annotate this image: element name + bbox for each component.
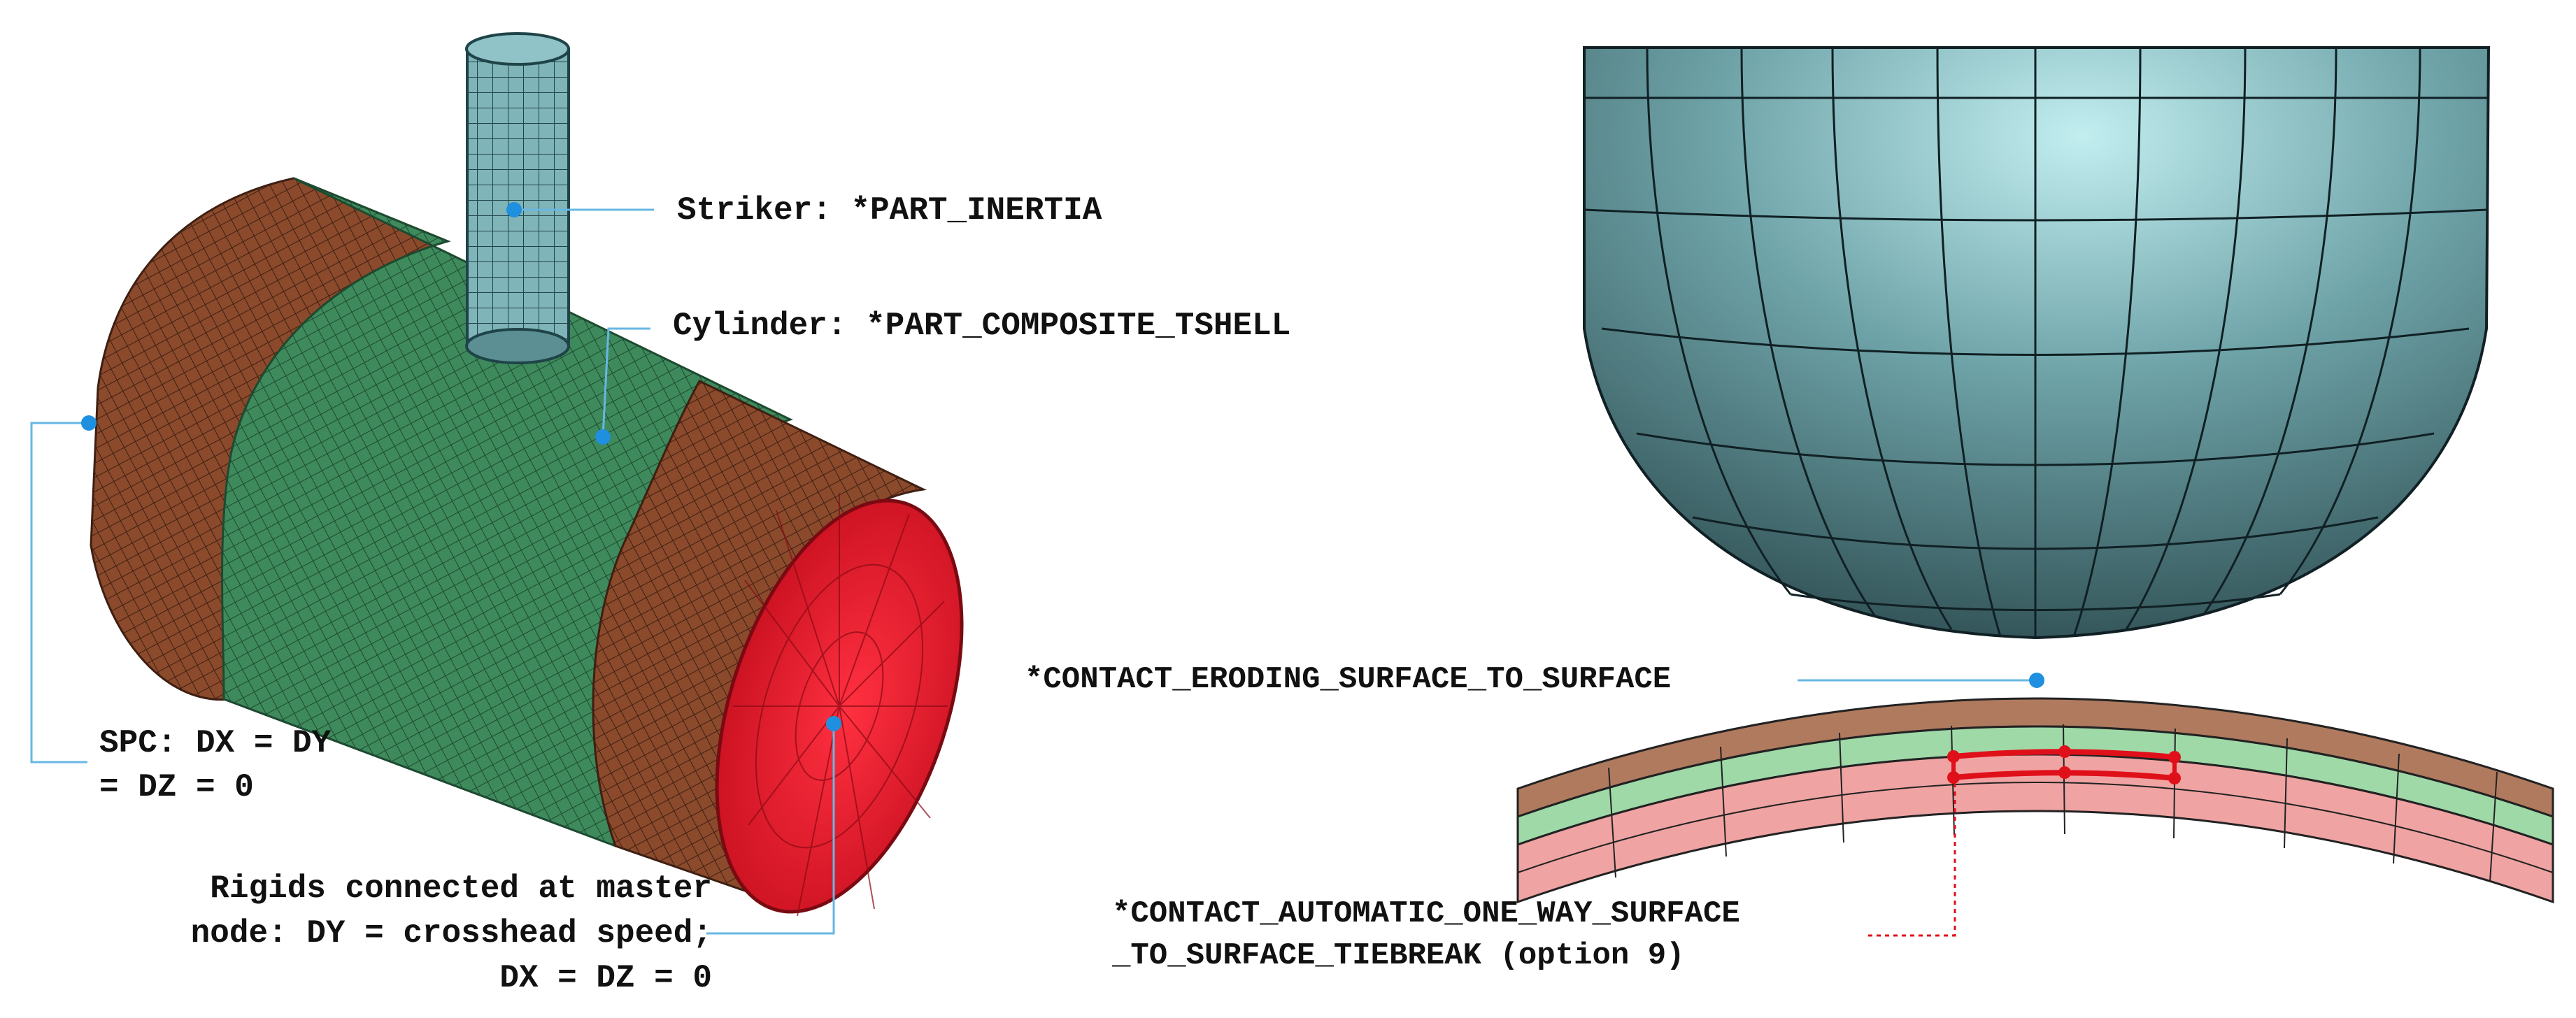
striker-body — [466, 48, 570, 347]
laminate-inner-split — [1517, 782, 2554, 873]
cylinder-label: Cylinder: *PART_COMPOSITE_TSHELL — [673, 308, 1291, 344]
leader-lines-left — [30, 208, 835, 935]
rigids-label-line2: node: DY = crosshead speed; — [190, 915, 712, 952]
cylinder-model — [90, 32, 964, 917]
laminate-inner-ply — [1516, 753, 2554, 904]
cylinder-marker — [595, 429, 611, 445]
marker-dots-left — [81, 202, 841, 731]
striker-top — [465, 32, 570, 66]
rigids-leader — [706, 724, 835, 935]
spc-label-line2: = DZ = 0 — [99, 769, 254, 805]
rigids-label-line1: Rigids connected at master — [210, 870, 712, 907]
cylinder-leader — [602, 327, 650, 438]
spc-label-line1: SPC: DX = DY — [99, 725, 332, 761]
tiebreak-label-line1: *CONTACT_AUTOMATIC_ONE_WAY_SURFACE — [1112, 896, 1740, 931]
striker-tip-closeup — [1583, 46, 2491, 640]
tiebreak-highlight — [1947, 745, 2181, 784]
striker-bottom — [465, 328, 570, 364]
striker-tip-mesh — [1584, 47, 2489, 638]
spc-marker — [81, 415, 97, 431]
laminate-closeup — [1516, 697, 2554, 904]
striker-marker — [506, 202, 522, 217]
rigids-marker — [826, 716, 841, 731]
striker-label: Striker: *PART_INERTIA — [677, 192, 1102, 229]
contact-eroding-marker — [2029, 673, 2044, 688]
end-face-radial-mesh — [733, 493, 948, 917]
rigids-label-line3: DX = DZ = 0 — [499, 960, 712, 996]
leader-lines-right — [1798, 673, 2044, 937]
tiebreak-label-line2: _TO_SURFACE_TIEBREAK (option 9) — [1112, 938, 1685, 973]
spc-leader — [30, 422, 89, 764]
contact-eroding-label: *CONTACT_ERODING_SURFACE_TO_SURFACE — [1025, 662, 1672, 697]
tiebreak-leader — [1867, 783, 1956, 937]
striker — [465, 32, 570, 364]
